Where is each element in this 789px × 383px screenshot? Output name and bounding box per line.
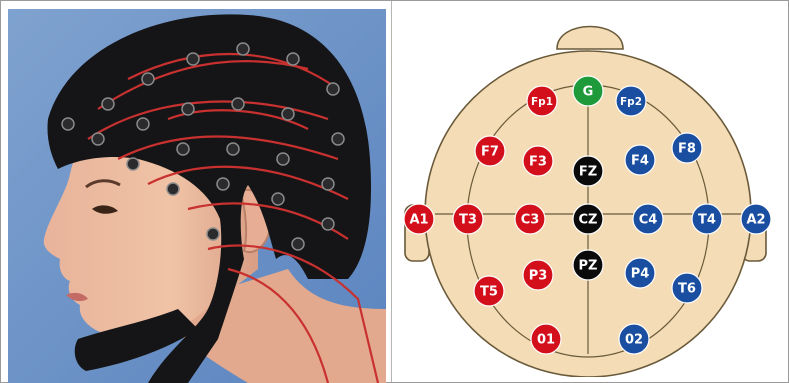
electrode-fz-label: FZ — [579, 165, 597, 180]
electrode-fz: FZ — [573, 156, 603, 186]
electrode-p4: P4 — [625, 258, 655, 288]
electrode-f4: F4 — [625, 145, 655, 175]
electrode-f8-label: F8 — [678, 142, 696, 157]
electrode-a1: A1 — [404, 204, 434, 234]
electrode-p3: P3 — [523, 260, 553, 290]
electrode-f3-label: F3 — [529, 155, 547, 170]
electrode-f4-label: F4 — [631, 154, 649, 169]
electrode-c4-label: C4 — [639, 213, 658, 228]
electrode-pz-label: PZ — [579, 259, 598, 274]
electrode-t3: T3 — [453, 204, 483, 234]
electrode-p3-label: P3 — [529, 269, 548, 284]
electrode-o2-label: 02 — [625, 333, 643, 348]
electrode-f8: F8 — [672, 133, 702, 163]
electrode-cz: CZ — [573, 204, 603, 234]
eeg-cap-photo — [8, 9, 386, 383]
electrode-f7: F7 — [475, 136, 505, 166]
electrode-c3-label: C3 — [521, 213, 540, 228]
electrode-o1: 01 — [531, 324, 561, 354]
electrode-o2: 02 — [619, 324, 649, 354]
electrode-t3-label: T3 — [459, 213, 477, 228]
electrode-c4: C4 — [633, 204, 663, 234]
electrode-t4: T4 — [692, 204, 722, 234]
nose-outline — [557, 27, 623, 50]
electrode-p4-label: P4 — [631, 267, 650, 282]
electrode-a1-label: A1 — [409, 213, 428, 228]
electrode-cz-label: CZ — [579, 213, 598, 228]
electrode-t6: T6 — [672, 273, 702, 303]
eeg-cap-illustration — [8, 9, 386, 383]
electrode-t4-label: T4 — [698, 213, 716, 228]
electrode-a2: A2 — [741, 204, 771, 234]
electrode-f3: F3 — [523, 146, 553, 176]
panel-divider — [391, 1, 392, 382]
electrode-f7-label: F7 — [481, 145, 499, 160]
electrode-t5: T5 — [474, 276, 504, 306]
electrode-fp2: Fp2 — [616, 86, 646, 116]
electrode-fp2-label: Fp2 — [620, 96, 642, 108]
electrode-o1-label: 01 — [537, 333, 555, 348]
electrode-g: G — [573, 76, 603, 106]
electrode-t5-label: T5 — [480, 285, 498, 300]
electrode-g-label: G — [583, 85, 594, 100]
electrode-t6-label: T6 — [678, 282, 696, 297]
electrode-c3: C3 — [515, 204, 545, 234]
electrode-pz: PZ — [573, 250, 603, 280]
electrode-fp1: Fp1 — [527, 86, 557, 116]
electrode-a2-label: A2 — [746, 213, 765, 228]
electrode-fp1-label: Fp1 — [531, 96, 553, 108]
